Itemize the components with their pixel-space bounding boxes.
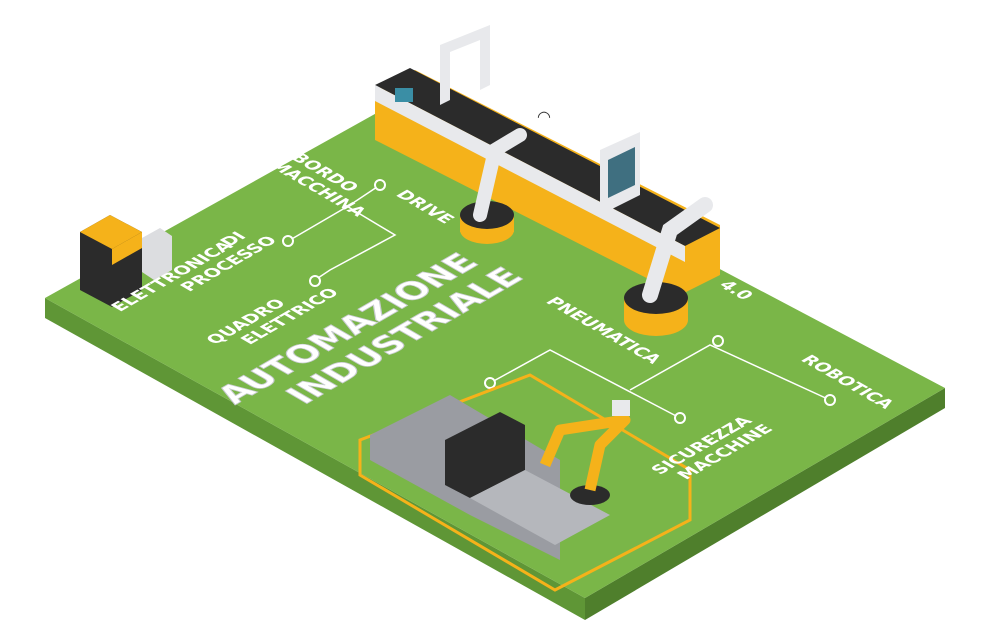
platform-left-side bbox=[45, 298, 585, 620]
control-screen bbox=[395, 88, 413, 102]
wifi-icon: ◠ bbox=[537, 109, 551, 126]
robot-base bbox=[570, 485, 610, 505]
connector-line bbox=[489, 349, 681, 419]
cabinet-top bbox=[80, 215, 142, 249]
connector-line bbox=[289, 184, 381, 241]
industrial-robot-arm bbox=[539, 414, 631, 492]
conveyor-line: ◠ bbox=[375, 25, 720, 336]
robotic-cell bbox=[358, 373, 692, 592]
conveyor-belt bbox=[375, 68, 720, 246]
connector-dot bbox=[824, 394, 836, 406]
robot-head bbox=[612, 400, 630, 416]
cabinet-panel bbox=[112, 232, 142, 265]
gantry-frame bbox=[440, 25, 490, 105]
platform bbox=[45, 100, 945, 620]
platform-top bbox=[45, 100, 945, 598]
connector-line bbox=[629, 344, 831, 401]
connector-dot bbox=[712, 335, 724, 347]
robot-arm bbox=[473, 128, 527, 222]
electrical-cabinet bbox=[80, 215, 172, 307]
connector-dot bbox=[674, 412, 686, 424]
control-unit bbox=[142, 228, 172, 280]
platform-right-side bbox=[585, 388, 945, 620]
connector-line bbox=[314, 204, 397, 281]
monitor-screen bbox=[608, 147, 635, 198]
connector-dot bbox=[309, 275, 321, 287]
connector-lines bbox=[282, 179, 836, 424]
conveyor-side bbox=[375, 85, 685, 262]
safety-fence bbox=[358, 373, 692, 592]
connector-dot bbox=[374, 179, 386, 191]
connector-dot bbox=[282, 235, 294, 247]
machine-housing bbox=[445, 412, 525, 498]
robot-arm bbox=[642, 197, 713, 303]
product-trays bbox=[470, 470, 610, 545]
connector-dot bbox=[484, 377, 496, 389]
